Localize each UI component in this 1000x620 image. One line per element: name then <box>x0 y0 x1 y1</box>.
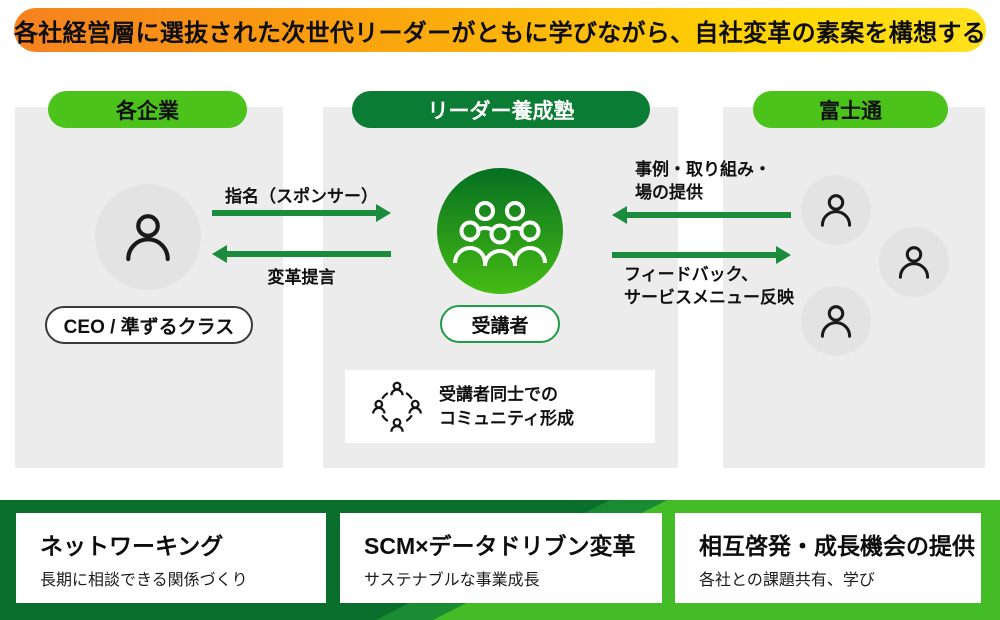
academy-pill: リーダー養成塾 <box>352 91 650 128</box>
participants-group-icon <box>437 168 563 294</box>
feedback-arrow-label: フィードバック、 サービスメニュー反映 <box>624 263 794 309</box>
fujitsu-pill: 富士通 <box>753 91 948 128</box>
arrow-right-feedback <box>612 246 791 264</box>
arrow-shaft <box>612 252 776 258</box>
person-icon <box>898 246 930 279</box>
provide-label-line2: 場の提供 <box>635 183 703 202</box>
provide-label-line1: 事例・取り組み・ <box>635 160 771 179</box>
community-box: 受講者同士での コミュニティ形成 <box>345 370 655 443</box>
fujitsu-pill-label: 富士通 <box>819 99 882 123</box>
appoint-arrow-label: 指名（スポンサー） <box>225 187 378 206</box>
feedback-label-line2: サービスメニュー反映 <box>624 288 794 307</box>
feedback-label-line1: フィードバック、 <box>624 265 759 284</box>
person-icon <box>126 214 170 262</box>
arrow-shaft <box>627 212 791 218</box>
arrow-left-proposal <box>212 245 391 263</box>
footer-card-subtitle: 各社との課題共有、学び <box>699 572 875 589</box>
proposal-arrow-label: 変革提言 <box>267 268 336 287</box>
footer-card-subtitle: サステナブルな事業成長 <box>364 572 540 589</box>
academy-pill-label: リーダー養成塾 <box>427 99 575 123</box>
footer-card-title: SCM×データドリブン変革 <box>364 533 636 559</box>
participants-circle <box>437 168 563 294</box>
footer-card-title: ネットワーキング <box>40 533 224 559</box>
community-line1: 受講者同士での <box>439 384 558 404</box>
headline-text: 各社経営層に選抜された次世代リーダーがともに学びながら、自社変革の素案を構想する <box>14 19 986 47</box>
fujitsu-panel <box>723 107 985 468</box>
ceo-label-pill: CEO / 準ずるクラス <box>45 306 253 344</box>
arrow-shaft <box>227 251 391 257</box>
participants-label-pill: 受講者 <box>440 305 560 343</box>
person-icon <box>820 305 852 338</box>
arrow-left-provide <box>612 206 791 224</box>
arrow-head-icon <box>612 206 627 224</box>
ceo-avatar <box>95 184 201 290</box>
fujitsu-avatar-1 <box>801 175 871 245</box>
arrow-head-icon <box>212 245 227 263</box>
footer-card-subtitle: 長期に相談できる関係づくり <box>40 572 248 589</box>
arrow-shaft <box>212 210 376 216</box>
person-icon <box>820 194 852 227</box>
footer-card-scm: SCM×データドリブン変革 サステナブルな事業成長 <box>340 513 662 603</box>
fujitsu-avatar-3 <box>801 286 871 356</box>
community-line2: コミュニティ形成 <box>439 408 574 428</box>
footer-card-title: 相互啓発・成長機会の提供 <box>699 533 975 559</box>
provide-arrow-label: 事例・取り組み・ 場の提供 <box>635 158 771 204</box>
arrow-head-icon <box>376 204 391 222</box>
arrow-head-icon <box>776 246 791 264</box>
footer-card-growth: 相互啓発・成長機会の提供 各社との課題共有、学び <box>675 513 981 603</box>
arrow-right-appoint <box>212 204 391 222</box>
community-text: 受講者同士での コミュニティ形成 <box>439 383 574 431</box>
companies-pill: 各企業 <box>48 91 247 128</box>
community-circle-icon <box>372 381 422 432</box>
footer-card-networking: ネットワーキング 長期に相談できる関係づくり <box>16 513 326 603</box>
fujitsu-avatar-2 <box>879 227 949 297</box>
companies-pill-label: 各企業 <box>116 99 179 123</box>
ceo-label: CEO / 準ずるクラス <box>63 316 235 338</box>
headline-banner: 各社経営層に選抜された次世代リーダーがともに学びながら、自社変革の素案を構想する <box>14 8 986 52</box>
participants-label: 受講者 <box>471 315 529 337</box>
